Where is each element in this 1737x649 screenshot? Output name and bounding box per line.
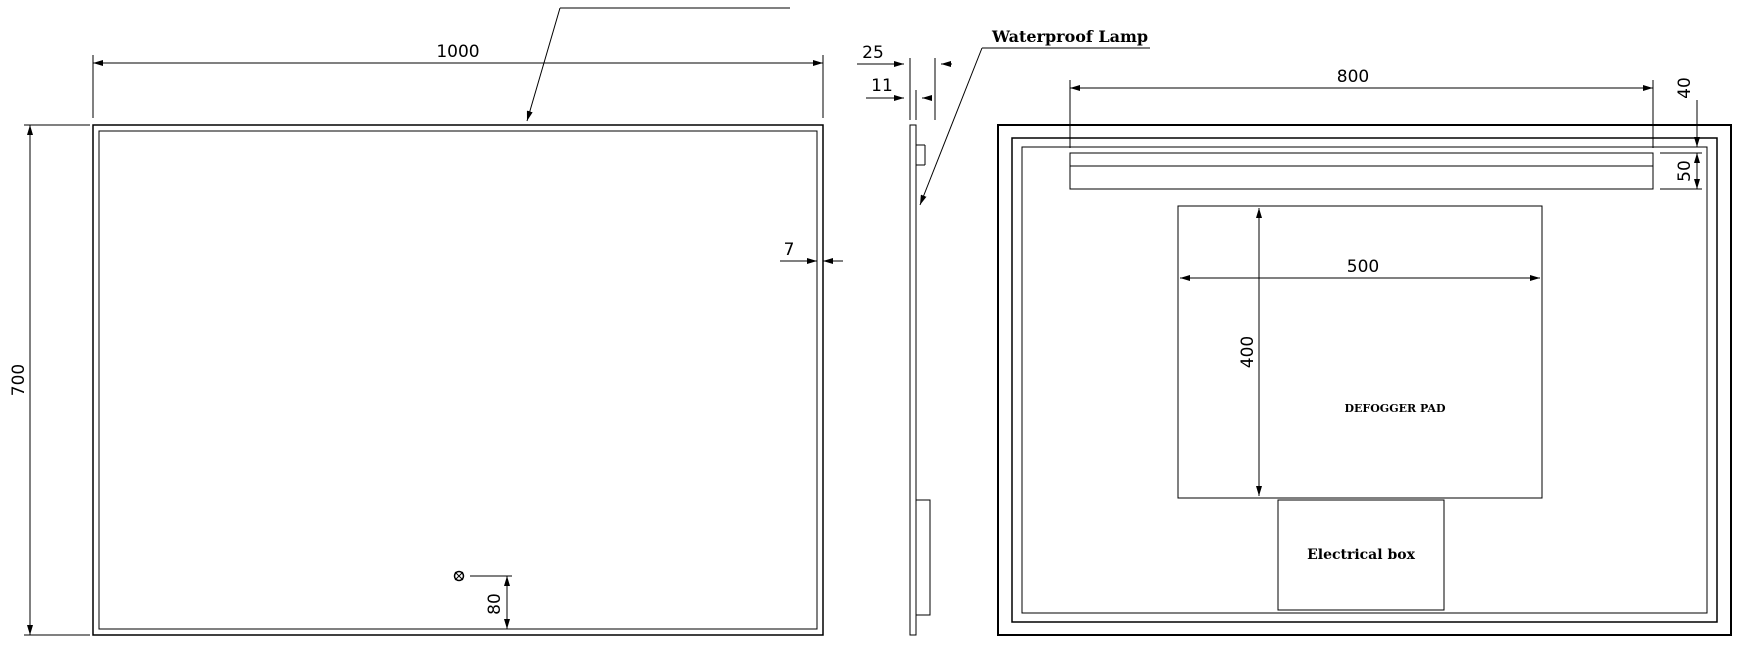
back-view: 800 40 50 DEFOGGER PAD 500 400 [997, 67, 1732, 636]
pad-height-dim-label: 400 [1238, 336, 1258, 368]
lamp-label: Waterproof Lamp [991, 27, 1148, 46]
depth-glass-dim-label: 11 [871, 76, 893, 96]
pad-width-dimension: 500 [1180, 257, 1540, 281]
frame-width-dimension: 7 [780, 240, 843, 264]
side-electrical-box [915, 499, 931, 616]
defogger-pad [1177, 205, 1543, 499]
depth-dimensions: 25 11 [857, 43, 952, 120]
side-profile-glass [909, 124, 917, 636]
lamp-leader: Waterproof Lamp [919, 27, 1150, 206]
mirror-inner-frame [98, 130, 818, 630]
switch-icon [453, 570, 465, 582]
side-view: 25 11 Waterproof Lamp [857, 27, 1150, 636]
lamp-length-dimension: 800 [1069, 67, 1654, 148]
width-dimension: 1000 [92, 42, 824, 118]
depth-total-dim-label: 25 [862, 43, 884, 63]
back-inner-frame [1021, 146, 1708, 614]
lamp-height-dim-label: 50 [1675, 160, 1695, 182]
frame-dim-label: 7 [784, 240, 795, 260]
lamp-strip [1069, 152, 1654, 190]
electrical-box [1277, 499, 1445, 611]
electrical-box-label: Electrical box [1307, 547, 1415, 563]
defogger-pad-label: DEFOGGER PAD [1344, 402, 1445, 415]
mirror-outer-frame [92, 124, 824, 636]
back-outer-frame [997, 124, 1732, 636]
top-leader [526, 7, 790, 122]
height-dim-label: 700 [9, 364, 29, 396]
touch-switch: 80 [453, 570, 512, 629]
lamp-length-dim-label: 800 [1337, 67, 1369, 87]
back-mid-frame [1011, 137, 1718, 623]
pad-height-dimension: 400 [1238, 205, 1264, 499]
front-view: 1000 700 7 80 [9, 7, 843, 636]
switch-offset-dim-label: 80 [485, 593, 505, 615]
height-dimension: 700 [9, 124, 90, 636]
pad-width-dim-label: 500 [1347, 257, 1379, 277]
width-dim-label: 1000 [436, 42, 479, 62]
lamp-offset-dimensions: 40 50 [1660, 77, 1702, 190]
lamp-top-offset-dim-label: 40 [1675, 77, 1695, 99]
